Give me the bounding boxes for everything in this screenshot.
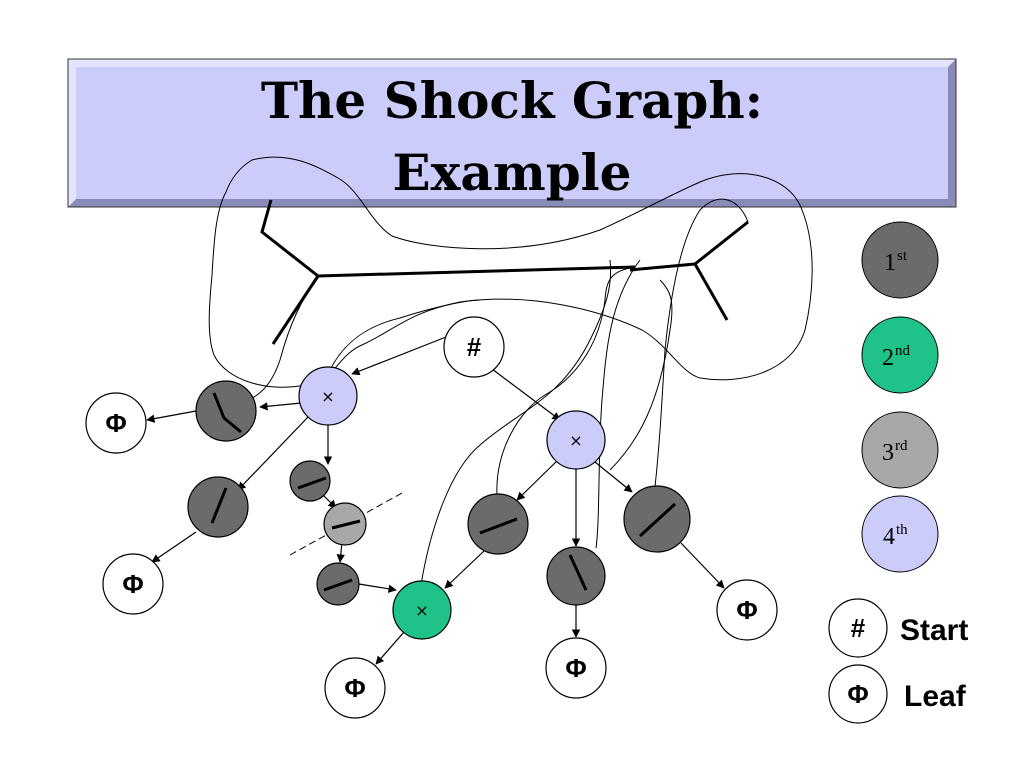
leaf-node: Φ xyxy=(85,392,147,454)
svg-text:Φ: Φ xyxy=(736,595,757,625)
leaf-node: Φ xyxy=(324,657,386,719)
svg-text:Φ: Φ xyxy=(344,673,365,703)
svg-text:1: 1 xyxy=(884,250,896,276)
svg-text:2: 2 xyxy=(882,345,894,371)
leaf-node: Φ xyxy=(716,579,778,641)
key-leaf-label: Leaf xyxy=(904,680,967,713)
legend-item-third: 3 rd xyxy=(861,411,939,489)
correspondence-curves xyxy=(224,198,749,586)
title-banner: The Shock Graph: Example xyxy=(67,58,957,208)
fourth-order-node-right: × xyxy=(546,410,606,470)
title-line-1: The Shock Graph: xyxy=(261,71,763,130)
shape-outline xyxy=(208,156,813,388)
legend-item-second: 2 nd xyxy=(861,316,939,394)
svg-text:st: st xyxy=(897,248,908,264)
first-order-node xyxy=(195,380,257,442)
svg-text:rd: rd xyxy=(895,438,908,454)
first-order-node xyxy=(546,546,606,606)
svg-text:4: 4 xyxy=(883,524,895,550)
first-order-node xyxy=(187,476,249,538)
svg-text:#: # xyxy=(851,613,866,643)
second-order-node: × xyxy=(392,580,452,640)
svg-text:Φ: Φ xyxy=(565,653,586,683)
order-legend: 1 st 2 nd 3 rd 4 th xyxy=(861,221,939,573)
leaf-node: Φ xyxy=(545,637,607,699)
first-order-node xyxy=(289,460,331,502)
svg-text:×: × xyxy=(415,601,428,620)
svg-text:th: th xyxy=(896,522,908,538)
legend-item-fourth: 4 th xyxy=(861,495,939,573)
third-order-node xyxy=(323,502,367,546)
key-start-label: Start xyxy=(900,614,968,647)
title-line-2: Example xyxy=(393,143,632,202)
svg-text:Φ: Φ xyxy=(105,408,126,438)
first-order-node xyxy=(316,562,360,606)
fourth-order-node-left: × xyxy=(298,366,358,426)
svg-text:×: × xyxy=(569,431,582,450)
first-order-node xyxy=(467,493,529,555)
svg-text:Φ: Φ xyxy=(847,679,868,709)
legend-item-first: 1 st xyxy=(861,221,939,299)
svg-text:#: # xyxy=(467,332,482,362)
start-node: # xyxy=(443,316,505,378)
key-leaf: Φ Leaf xyxy=(828,664,967,724)
key-start: # Start xyxy=(828,598,968,658)
svg-text:×: × xyxy=(321,387,334,406)
svg-text:nd: nd xyxy=(895,343,911,359)
skeleton xyxy=(260,199,749,345)
svg-text:3: 3 xyxy=(882,440,894,466)
leaf-node: Φ xyxy=(102,553,164,615)
svg-text:Φ: Φ xyxy=(122,569,143,599)
first-order-node xyxy=(623,485,691,553)
